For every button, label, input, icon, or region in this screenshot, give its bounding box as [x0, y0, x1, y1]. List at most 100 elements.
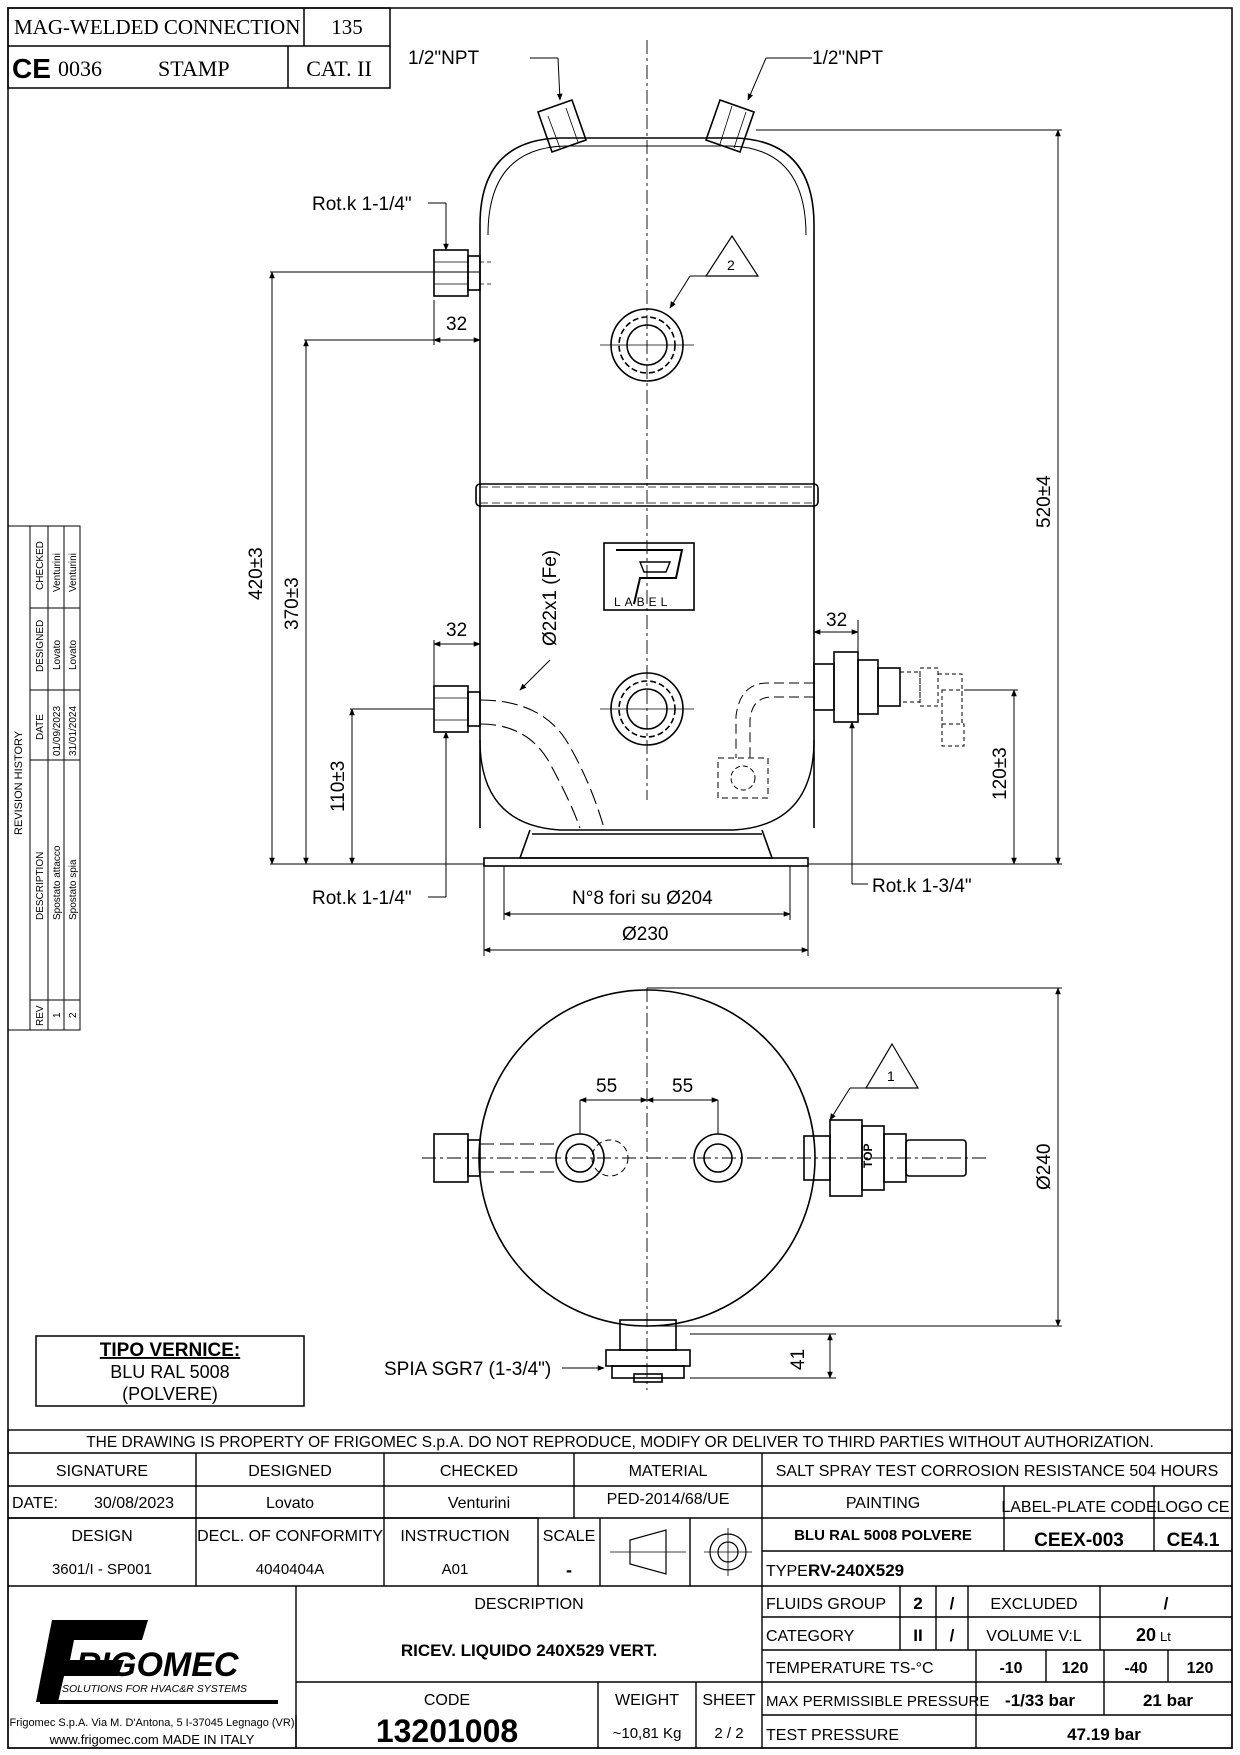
description-value: RICEV. LIQUIDO 240X529 VERT.	[401, 1641, 657, 1660]
marker-triangle-2	[704, 234, 760, 277]
checked-value: Venturini	[448, 1495, 510, 1512]
description-label: DESCRIPTION	[474, 1596, 583, 1613]
title-block-text: THE DRAWING IS PROPERTY OF FRIGOMEC S.p.…	[10, 1434, 1230, 1749]
rotk-bottom-right-label: Rot.k 1-3/4"	[872, 876, 972, 897]
label-logo-text: LABEL	[614, 595, 671, 609]
npt-left-label: 1/2"NPT	[408, 48, 480, 69]
base-plate	[483, 857, 809, 867]
scale-label: SCALE	[543, 1528, 595, 1545]
category-value: II	[913, 1626, 922, 1645]
revision-history-table: REVISION HISTORY REV DESCRIPTION DATE DE…	[7, 525, 81, 1031]
paint-box-line1: BLU RAL 5008	[110, 1362, 229, 1382]
dim-32-mid: 32	[446, 620, 467, 641]
rev-header-designed: DESIGNED	[35, 620, 46, 672]
sight-glass-lower	[600, 672, 694, 746]
volume-value: 20	[1136, 1625, 1156, 1645]
test-pressure-label: TEST PRESSURE	[766, 1727, 899, 1744]
excluded-label: EXCLUDED	[990, 1596, 1077, 1613]
pipe-label: Ø22x1 (Fe)	[540, 550, 561, 646]
logo-ce-value: CE4.1	[1167, 1530, 1220, 1551]
rev-1-designed: Lovato	[52, 640, 63, 670]
temp-4: 120	[1187, 1660, 1214, 1677]
paint-box-line2: (POLVERE)	[122, 1384, 218, 1404]
property-notice: THE DRAWING IS PROPERTY OF FRIGOMEC S.p.…	[86, 1434, 1154, 1451]
top-view	[422, 988, 986, 1390]
rotk-fitting-top-left	[433, 249, 494, 297]
fluids-group-label: FLUIDS GROUP	[766, 1596, 886, 1613]
designed-value: Lovato	[266, 1495, 314, 1512]
rev-header-description: DESCRIPTION	[35, 852, 46, 920]
dim-420: 420±3	[246, 547, 267, 600]
volume-label: VOLUME V:L	[986, 1628, 1082, 1645]
material-label: MATERIAL	[629, 1463, 708, 1480]
rev-header-checked: CHECKED	[35, 541, 46, 590]
rotk-fitting-bottom-left	[433, 685, 481, 733]
type-value: RV-240X529	[808, 1561, 904, 1580]
title-block	[7, 1429, 1233, 1749]
dim-520: 520±4	[1034, 475, 1055, 528]
sheet-border	[7, 7, 1233, 1749]
excluded-value: /	[1164, 1594, 1169, 1613]
holes-label: N°8 fori su Ø204	[572, 888, 713, 909]
rev-1-number: 1	[52, 1012, 63, 1018]
label-plate-label: LABEL-PLATE CODE	[1001, 1499, 1156, 1516]
rev-header-date: DATE	[35, 714, 46, 740]
paint-box-title: TIPO VERNICE:	[100, 1340, 240, 1361]
category-label: CATEGORY	[766, 1628, 855, 1645]
code-value: 13201008	[376, 1713, 518, 1749]
company-name: RIGOMEC	[76, 1646, 239, 1684]
fluids-group-value: 2	[913, 1594, 922, 1613]
rev-1-description: Spostato attacco	[52, 845, 63, 920]
header-box: MAG-WELDED CONNECTION 135 CE 0036 STAMP …	[7, 7, 391, 89]
type-label: TYPE	[766, 1563, 808, 1580]
company-tagline: SOLUTIONS FOR HVAC&R SYSTEMS	[62, 1683, 247, 1695]
temp-1: -10	[999, 1660, 1022, 1677]
salt-spray-label: SALT SPRAY TEST CORROSION RESISTANCE 504…	[776, 1463, 1219, 1480]
stamp-label: STAMP	[158, 56, 230, 81]
rev-2-date: 31/01/2024	[68, 706, 79, 756]
revision-title: REVISION HISTORY	[13, 730, 25, 835]
weight-value: ~10,81 Kg	[613, 1725, 682, 1742]
top-text: TOP	[861, 1144, 875, 1168]
spia-label: SPIA SGR7 (1-3/4")	[384, 1359, 551, 1380]
connection-value: 135	[331, 15, 363, 39]
dim-120: 120±3	[990, 747, 1011, 800]
top-view-valve-right	[803, 1119, 967, 1197]
painting-value: BLU RAL 5008 POLVERE	[794, 1527, 972, 1544]
dim-55-left: 55	[596, 1076, 617, 1097]
max-pressure-2: 21 bar	[1143, 1691, 1193, 1710]
marker-triangle-1	[864, 1042, 920, 1089]
sheet-label: SHEET	[702, 1692, 756, 1709]
instruction-value: A01	[442, 1561, 469, 1578]
npt-fitting-right	[704, 98, 756, 154]
rev-1-date: 01/09/2023	[52, 706, 63, 756]
fluids-group-slash: /	[950, 1594, 955, 1613]
dim-370: 370±3	[282, 577, 303, 630]
paint-box: TIPO VERNICE: BLU RAL 5008 (POLVERE)	[35, 1335, 305, 1407]
category-slash: /	[950, 1626, 955, 1645]
dim-41: 41	[788, 1349, 809, 1370]
painting-label: PAINTING	[846, 1495, 920, 1512]
label-logo-box	[603, 542, 695, 611]
frigomec-logo-icon	[36, 1620, 278, 1704]
signature-label: SIGNATURE	[56, 1463, 148, 1480]
top-view-labels: 55 55 Ø240 41 SPIA SGR7 (1-3/4") 1 TOP	[384, 1068, 1055, 1380]
front-view-dimensions	[269, 57, 1062, 956]
company-web: www.frigomec.com MADE IN ITALY	[49, 1732, 255, 1747]
base-diameter-label: Ø230	[622, 924, 668, 945]
code-label: CODE	[424, 1692, 470, 1709]
npt-fitting-left	[536, 98, 588, 154]
scale-cone-icon	[629, 1529, 667, 1575]
designed-label: DESIGNED	[248, 1463, 332, 1480]
dim-110: 110±3	[328, 761, 349, 812]
company-address: Frigomec S.p.A. Via M. D'Antona, 5 I-370…	[10, 1717, 295, 1729]
top-view-sight-glass	[605, 1319, 691, 1383]
dim-55-right: 55	[672, 1076, 693, 1097]
test-pressure-value: 47.19 bar	[1067, 1725, 1141, 1744]
logo-ce-label: LOGO CE	[1157, 1499, 1230, 1516]
label-plate-value: CEEX-003	[1034, 1530, 1124, 1551]
marker-1-label: 1	[887, 1068, 895, 1084]
category-label: CAT. II	[306, 56, 372, 81]
internal-pipe-right	[735, 682, 814, 758]
